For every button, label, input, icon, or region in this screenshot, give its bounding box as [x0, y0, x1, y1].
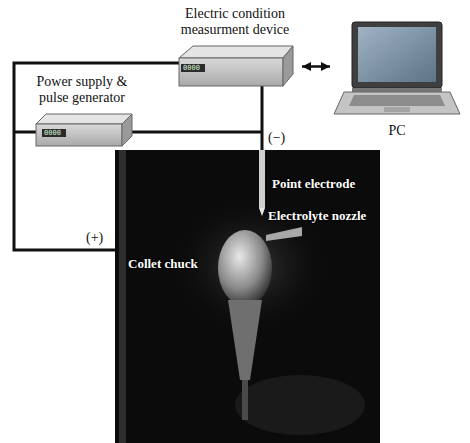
device-display	[42, 129, 66, 137]
device-top	[179, 46, 293, 58]
wire	[14, 63, 179, 250]
laptop-touchpad	[384, 107, 410, 112]
icon-space	[26, 112, 138, 148]
device-label: Electric condition measurment device	[170, 6, 300, 89]
photo	[115, 150, 380, 443]
computer-label: PC	[332, 18, 462, 139]
wire	[132, 131, 262, 134]
photo-frame-edge	[119, 150, 126, 443]
laptop-keyboard	[349, 95, 445, 106]
tool-stem	[242, 380, 248, 420]
wires	[14, 63, 262, 250]
icon-space	[332, 18, 462, 123]
device-top	[36, 114, 132, 124]
display-digits: 0000	[44, 129, 61, 137]
device-side	[122, 114, 132, 146]
electrolyte-nozzle	[266, 227, 302, 241]
photo-shadow	[235, 375, 365, 435]
node-label: Power supply & pulse generator	[26, 74, 138, 106]
device-display	[181, 64, 205, 72]
device-side	[283, 46, 293, 86]
tool-shank	[228, 300, 262, 380]
point-electrode	[259, 150, 265, 208]
double-arrow	[302, 65, 330, 68]
part-name: Point electrode	[272, 176, 355, 191]
laptop-hinge	[352, 88, 442, 92]
polarity-mark: (+)	[86, 230, 103, 246]
device-label: Power supply & pulse generator	[26, 74, 138, 148]
node-label: Electric condition measurment device	[170, 6, 300, 38]
measurement-device-icon	[179, 46, 293, 86]
collet-chuck	[218, 230, 272, 306]
photo-ground	[115, 150, 380, 443]
wire	[261, 86, 264, 150]
device-front	[179, 58, 283, 86]
node-label: PC	[332, 123, 462, 139]
text-group: Electric condition measurment device	[170, 6, 300, 40]
text-group: PC	[332, 123, 462, 139]
laptop-screen	[358, 27, 436, 82]
part-name: Collet chuck	[128, 256, 198, 271]
laptop-bezel	[352, 22, 442, 88]
device-front	[36, 124, 122, 146]
power-supply-icon	[36, 114, 132, 146]
laptop-icon	[334, 22, 460, 114]
display-digits: 0000	[183, 64, 200, 72]
part-name: Electrolyte nozzle	[268, 208, 366, 223]
polarity-mark: (−)	[268, 130, 285, 146]
text-group: Power supply & pulse generator	[26, 74, 138, 108]
laptop-base	[334, 92, 460, 114]
electrode-tip	[259, 208, 265, 216]
wire	[14, 131, 36, 134]
